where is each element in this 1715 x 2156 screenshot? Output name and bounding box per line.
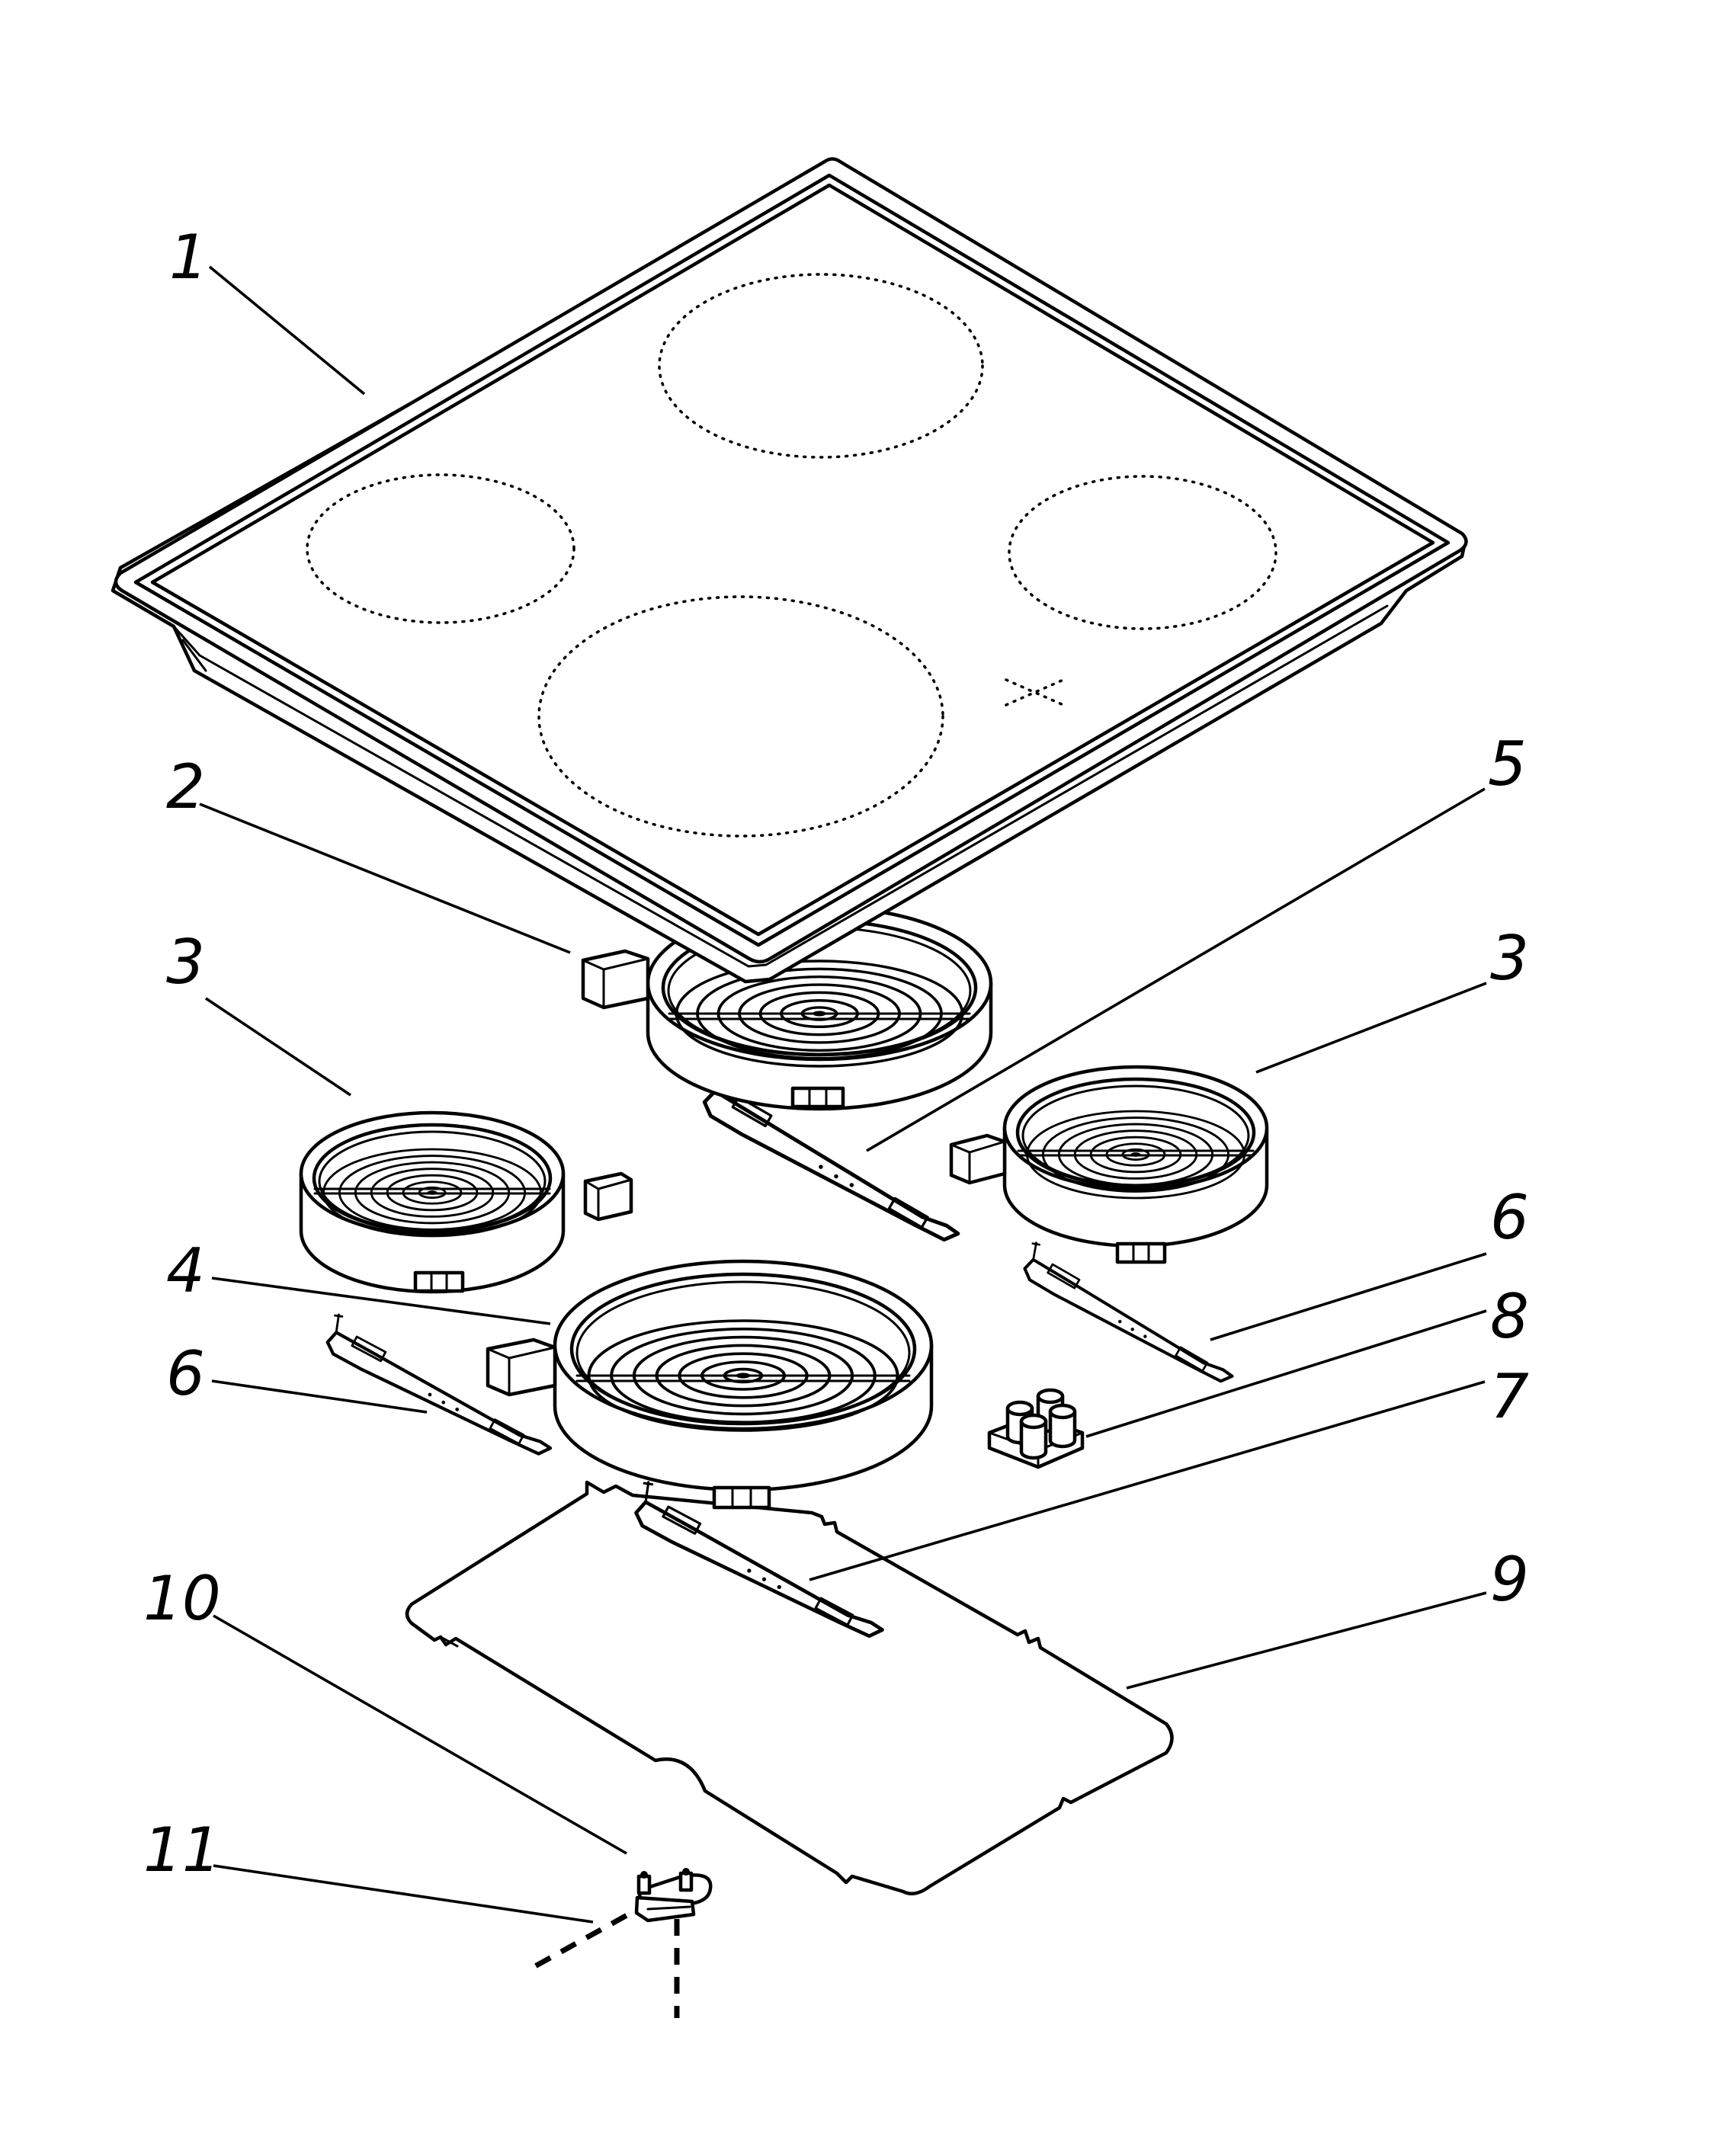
leader-5 xyxy=(866,787,1486,1152)
terminal-block xyxy=(987,1388,1085,1469)
leader-8 xyxy=(1085,1309,1487,1438)
leader-4 xyxy=(211,1277,551,1325)
leader-9 xyxy=(1126,1591,1487,1690)
leader-10 xyxy=(213,1614,627,1855)
ceramic-hob-top xyxy=(111,157,1468,984)
callout-6-right: 6 xyxy=(1490,1182,1529,1253)
callout-7: 7 xyxy=(1490,1361,1529,1432)
burner-large-front xyxy=(486,1259,934,1510)
leader-6b xyxy=(1210,1252,1487,1341)
callout-10: 10 xyxy=(143,1563,221,1634)
leader-3b xyxy=(1255,982,1487,1074)
leader-6a xyxy=(211,1379,428,1414)
cable-clamp xyxy=(534,1868,713,2018)
leader-2 xyxy=(199,802,571,954)
insulation-plate xyxy=(405,1480,1174,1896)
callout-1: 1 xyxy=(169,222,208,293)
burner-small-left xyxy=(299,1110,633,1294)
callout-5: 5 xyxy=(1488,729,1527,799)
zone-left xyxy=(306,473,575,624)
callout-11: 11 xyxy=(143,1815,221,1885)
burner-small-right xyxy=(949,1065,1269,1264)
callout-3-left: 3 xyxy=(166,927,205,998)
zone-rear xyxy=(658,273,984,459)
leader-1 xyxy=(208,265,366,396)
leader-3a xyxy=(204,997,352,1097)
leader-lines xyxy=(199,265,1487,1924)
burner-rear xyxy=(581,905,993,1111)
callout-9: 9 xyxy=(1490,1544,1529,1615)
zone-right xyxy=(1008,475,1277,630)
callout-labels: 1 2 3 3 4 5 6 6 7 8 9 10 11 xyxy=(143,222,1529,1885)
callout-6-left: 6 xyxy=(166,1338,205,1409)
callout-3-right: 3 xyxy=(1490,923,1529,994)
leader-11 xyxy=(213,1864,594,1924)
zone-front xyxy=(537,595,944,838)
callout-4: 4 xyxy=(166,1235,205,1306)
callout-2: 2 xyxy=(166,751,205,822)
callout-8: 8 xyxy=(1490,1281,1529,1352)
leader-7 xyxy=(809,1380,1486,1581)
